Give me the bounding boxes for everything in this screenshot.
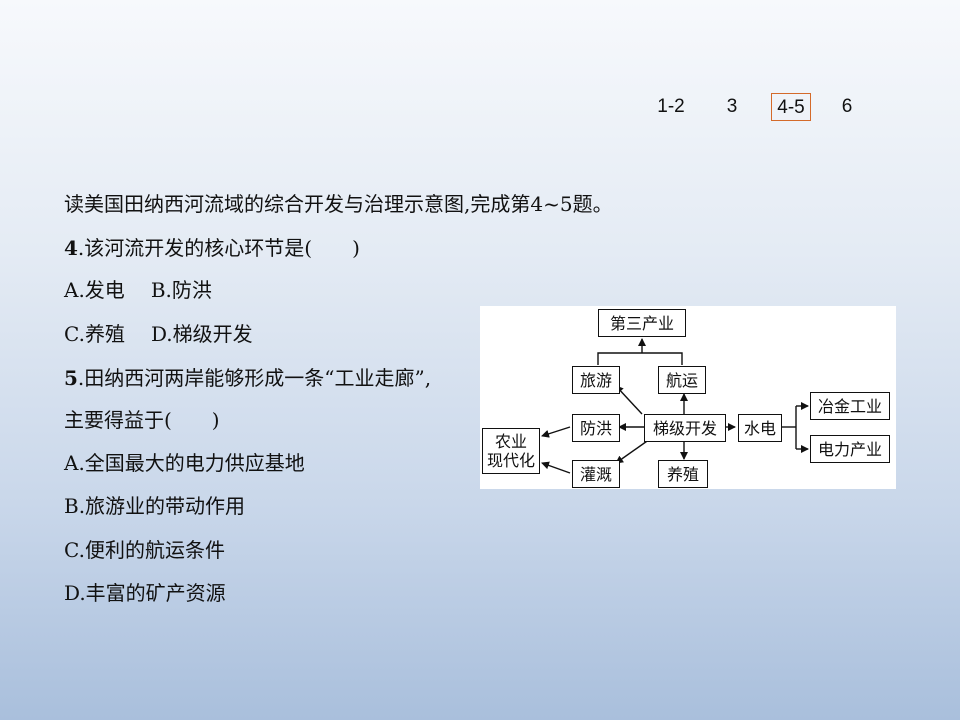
node-power-industry: 电力产业 <box>810 435 890 463</box>
option-5b[interactable]: B.旅游业的带动作用 <box>64 494 246 518</box>
node-cascade-development: 梯级开发 <box>644 414 726 442</box>
nav-item-4-5[interactable]: 4-5 <box>771 93 811 121</box>
option-4a[interactable]: A.发电 <box>64 278 125 302</box>
diagram-connectors <box>541 338 809 474</box>
node-shipping: 航运 <box>658 366 706 394</box>
option-5d[interactable]: D.丰富的矿产资源 <box>64 581 226 605</box>
option-5a[interactable]: A.全国最大的电力供应基地 <box>64 451 305 475</box>
question-4-options-row-2: C.养殖 D.梯级开发 <box>64 320 253 348</box>
question-5-number: 5 <box>64 366 78 390</box>
question-4-number: 4 <box>64 236 78 260</box>
node-aquaculture: 养殖 <box>658 460 708 488</box>
node-tertiary-industry: 第三产业 <box>598 309 686 337</box>
question-4-options-row-1: A.发电 B.防洪 <box>64 276 212 304</box>
node-tourism: 旅游 <box>572 366 620 394</box>
intro-text: 读美国田纳西河流域的综合开发与治理示意图,完成第4~5题。 <box>64 192 613 216</box>
nav-item-3[interactable]: 3 <box>726 96 738 117</box>
option-4c[interactable]: C.养殖 <box>64 322 125 346</box>
node-metallurgy: 冶金工业 <box>810 392 890 420</box>
agriculture-line-2: 现代化 <box>486 451 535 470</box>
node-irrigation: 灌溉 <box>572 460 620 488</box>
question-5-stem: 5.田纳西河两岸能够形成一条“工业走廊”, <box>64 364 431 392</box>
tennessee-valley-diagram: 第三产业 旅游 航运 防洪 梯级开发 水电 冶金工业 电力产业 农业 现代化 灌… <box>480 306 896 489</box>
option-5c[interactable]: C.便利的航运条件 <box>64 538 225 562</box>
option-4b[interactable]: B.防洪 <box>150 278 212 302</box>
question-5-text-line1: .田纳西河两岸能够形成一条“工业走廊”, <box>77 366 432 390</box>
question-4-text: .该河流开发的核心环节是( ) <box>77 236 360 260</box>
nav-item-6[interactable]: 6 <box>841 96 853 117</box>
question-4-stem: 4.该河流开发的核心环节是( ) <box>64 234 360 262</box>
question-5-stem-line2: 主要得益于( ) <box>64 408 220 432</box>
node-flood-control: 防洪 <box>572 414 620 442</box>
agriculture-line-1: 农业 <box>494 432 527 451</box>
option-4d[interactable]: D.梯级开发 <box>150 322 253 346</box>
node-agriculture-modernization: 农业 现代化 <box>482 428 540 474</box>
node-hydropower: 水电 <box>738 414 782 442</box>
nav-item-1-2[interactable]: 1-2 <box>657 96 685 117</box>
